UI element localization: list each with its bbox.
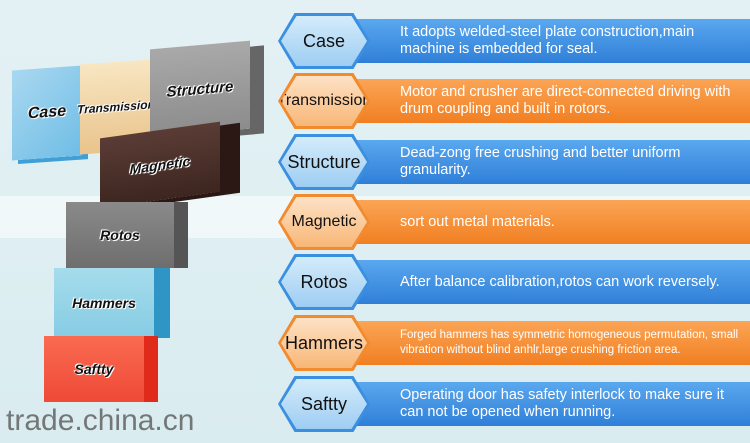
feature-case: It adopts welded-steel plate constructio…	[272, 13, 750, 69]
block-case: Case	[12, 65, 82, 161]
feature-hammers: Forged hammers has symmetric homogeneous…	[272, 315, 750, 371]
hex-badge: Saftty	[278, 376, 370, 432]
feature-transmission: Motor and crusher are direct-connected d…	[272, 73, 750, 129]
feature-structure: Dead-zong free crushing and better unifo…	[272, 134, 750, 190]
block-rotos: Rotos	[66, 202, 174, 268]
hex-badge: Rotos	[278, 254, 370, 310]
hex-badge: Hammers	[278, 315, 370, 371]
block-saftty: Saftty	[44, 336, 144, 402]
feature-magnetic: sort out metal materials.Magnetic	[272, 194, 750, 250]
feature-saftty: Operating door has safety interlock to m…	[272, 376, 750, 432]
block-hammers: Hammers	[54, 268, 154, 338]
hex-badge: Magnetic	[278, 194, 370, 250]
hex-badge: Transmission	[278, 73, 370, 129]
block-structure: Structure	[150, 40, 250, 138]
watermark: trade.china.cn	[6, 404, 195, 437]
hex-badge: Case	[278, 13, 370, 69]
hex-badge: Structure	[278, 134, 370, 190]
feature-rotos: After balance calibration,rotos can work…	[272, 254, 750, 310]
